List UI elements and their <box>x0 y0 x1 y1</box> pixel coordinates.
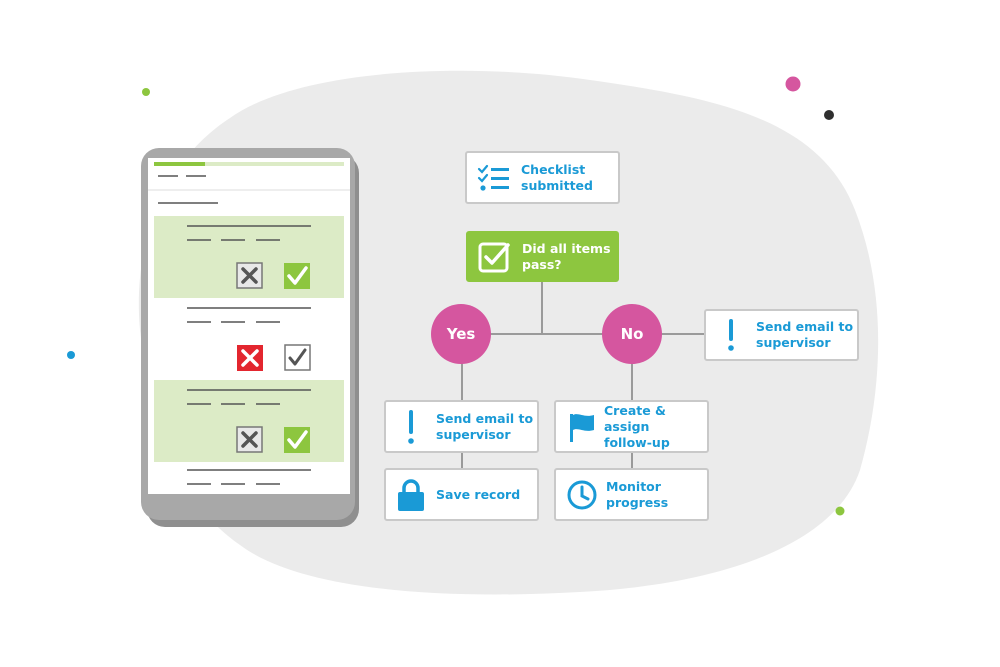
save-record-node: Save record <box>384 468 539 521</box>
decor-dot-green-small <box>835 506 845 516</box>
flag-icon <box>568 412 596 442</box>
no-send-email-node: Send email to supervisor <box>704 309 859 361</box>
checklist-submitted-node: Checklist submitted <box>465 151 620 204</box>
x-unselected-icon[interactable] <box>236 426 263 453</box>
lock-icon <box>396 478 426 512</box>
yes-branch-circle: Yes <box>431 304 491 364</box>
node-label: Save record <box>436 486 521 502</box>
node-label: Did all items pass? <box>522 240 611 272</box>
check-selected-icon[interactable] <box>284 427 310 453</box>
clock-icon <box>566 479 598 511</box>
create-assign-node: Create & assign follow-up <box>554 400 709 453</box>
exclamation-icon <box>726 318 736 352</box>
checked-box-icon <box>478 241 510 273</box>
decor-dot-green <box>142 88 150 96</box>
x-unselected-icon[interactable] <box>236 262 263 289</box>
phone-progress-fill <box>154 162 205 166</box>
check-unselected-icon[interactable] <box>284 344 311 371</box>
node-label: Send email to supervisor <box>756 319 854 350</box>
checklist-icon <box>477 163 511 193</box>
phone-progress-track <box>154 162 344 166</box>
exclamation-icon <box>406 409 416 445</box>
node-label: Send email to supervisor <box>436 410 534 442</box>
x-selected-icon[interactable] <box>237 345 263 371</box>
node-label: Monitor progress <box>606 478 669 510</box>
flow-connectors <box>461 281 705 469</box>
monitor-progress-node: Monitor progress <box>554 468 709 521</box>
no-branch-circle: No <box>602 304 662 364</box>
question-node: Did all items pass? <box>466 231 619 282</box>
decor-dot-pink <box>785 76 801 92</box>
check-selected-icon[interactable] <box>284 263 310 289</box>
node-label: Create & assign follow-up <box>604 402 670 450</box>
node-label: Checklist submitted <box>521 161 593 193</box>
yes-send-email-node: Send email to supervisor <box>384 400 539 453</box>
decor-dot-blue <box>67 351 75 359</box>
decor-dot-dark <box>824 110 834 120</box>
phone-mockup <box>141 148 359 527</box>
